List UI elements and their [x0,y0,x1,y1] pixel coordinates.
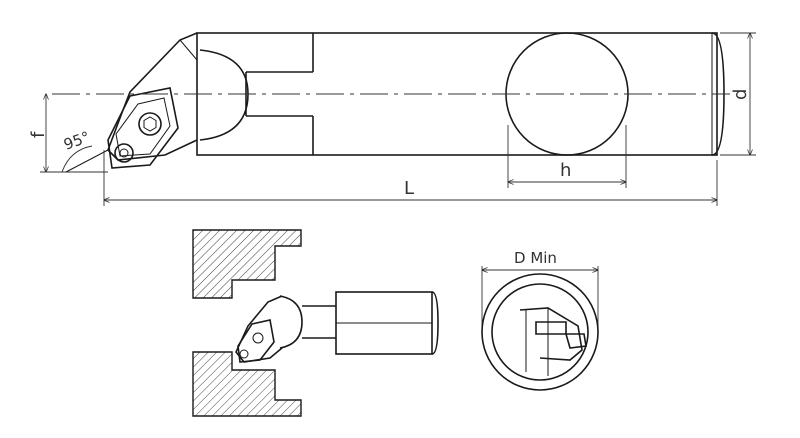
clamp-bulb [199,49,249,141]
insert [107,87,179,169]
screw-hex [143,116,157,132]
head-edge [179,39,198,61]
label-angle: 95° [61,128,92,154]
workpiece-lower [192,351,302,417]
end-view: D Min [481,249,599,391]
label-f: f [28,131,49,138]
insert-screw [138,112,162,136]
angle-ref [65,149,109,173]
insert-inner [115,97,171,157]
small-pin [239,349,249,359]
small-head [235,295,283,363]
tool-section [519,307,583,361]
small-insert [237,319,275,363]
label-d: d [730,89,751,100]
lower-pin-inner [119,148,129,158]
bore-outer [481,273,599,391]
tool-tip-section [564,333,587,349]
bore-inner [491,283,589,381]
label-dmin: D Min [514,249,557,267]
lower-pin [114,143,134,163]
label-L: L [404,178,414,199]
small-neck [302,305,336,339]
small-bulb [279,295,303,349]
head-body [107,32,198,161]
angle-arc [61,145,93,173]
bore-section-view [192,229,439,417]
workpiece-upper [192,229,302,299]
flat-section [505,32,629,156]
main-view: f 95° L h d [28,32,756,206]
label-h: h [560,160,571,181]
small-shank-end [431,291,439,355]
tool-insert-section [535,321,567,335]
small-screw [252,332,264,344]
